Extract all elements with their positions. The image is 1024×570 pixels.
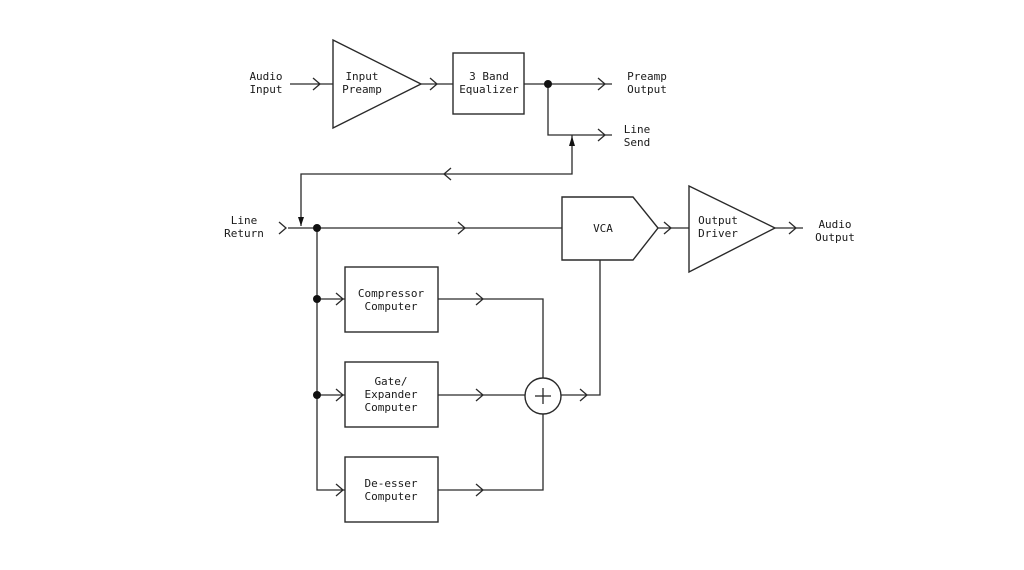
gate-expander-block: Gate/ Expander Computer: [344, 361, 439, 428]
wire-sum-to-vca: [561, 260, 601, 396]
equalizer-label-1: 3 Band: [469, 70, 509, 83]
audio-output-label-2: Output: [815, 231, 855, 244]
compressor-box: [344, 266, 439, 333]
junction-dot: [313, 295, 321, 303]
arrow-left-icon: [443, 167, 452, 181]
equalizer-box: [452, 52, 525, 115]
wire-deesser-to-sum: [438, 413, 544, 491]
deesser-label-1: De-esser: [365, 477, 418, 490]
deesser-box: [344, 456, 439, 523]
summer-block: [524, 377, 562, 415]
vca-label: VCA: [593, 222, 613, 235]
compressor-block: Compressor Computer: [344, 266, 439, 333]
output-driver-label-1: Output: [698, 214, 738, 227]
input-preamp-label-2: Preamp: [342, 83, 382, 96]
arrow-right-icon: [312, 77, 321, 91]
arrow-right-icon: [335, 483, 344, 497]
arrow-right-icon: [597, 77, 606, 91]
arrow-right-icon: [579, 388, 588, 402]
vca-shape: [561, 196, 659, 261]
wire-compressor-to-sum: [438, 298, 544, 379]
line-return-label-2: Return: [224, 227, 264, 240]
arrow-right-icon: [475, 388, 484, 402]
arrow-right-icon: [663, 221, 672, 235]
arrow-right-icon: [788, 221, 797, 235]
preamp-output-label-1: Preamp: [627, 70, 667, 83]
input-preamp-label-1: Input: [345, 70, 378, 83]
amplifier-triangle: [688, 184, 777, 274]
arrow-right-icon: [335, 292, 344, 306]
compressor-label-2: Computer: [365, 300, 418, 313]
arrow-right-icon: [475, 483, 484, 497]
arrow-up-icon: [569, 136, 575, 146]
gate-label-2: Expander: [365, 388, 418, 401]
line-send-label-2: Send: [624, 136, 651, 149]
audio-output-label-1: Audio: [818, 218, 851, 231]
gate-label-3: Computer: [365, 401, 418, 414]
arrows: [278, 77, 797, 497]
junction-dot: [313, 391, 321, 399]
io-labels: Audio Input Line Return Preamp Output Li…: [224, 70, 855, 244]
audio-input-label-2: Input: [249, 83, 282, 96]
arrow-down-icon: [298, 217, 304, 226]
junction-dot: [544, 80, 552, 88]
junction-dot: [313, 224, 321, 232]
preamp-output-label-2: Output: [627, 83, 667, 96]
arrow-right-icon: [429, 77, 438, 91]
amplifier-triangle: [332, 38, 423, 130]
vca-block: VCA: [561, 196, 659, 261]
junctions: [313, 80, 552, 399]
equalizer-block: 3 Band Equalizer: [452, 52, 525, 115]
gate-label-1: Gate/: [374, 375, 407, 388]
audio-input-label-1: Audio: [249, 70, 282, 83]
arrow-right-icon: [335, 388, 344, 402]
arrow-right-icon: [457, 221, 466, 235]
compressor-label-1: Compressor: [358, 287, 425, 300]
equalizer-label-2: Equalizer: [459, 83, 519, 96]
arrow-right-icon: [278, 221, 287, 235]
wire-sidechain-bus: [316, 228, 345, 491]
gate-box: [344, 361, 439, 428]
arrow-right-icon: [475, 292, 484, 306]
line-send-label-1: Line: [624, 123, 651, 136]
wire-send-return-loop: [300, 135, 573, 226]
wires: [288, 83, 803, 491]
output-driver-block: Output Driver: [688, 184, 777, 274]
output-driver-label-2: Driver: [698, 227, 738, 240]
deesser-block: De-esser Computer: [344, 456, 439, 523]
arrow-right-icon: [597, 128, 606, 142]
input-preamp-block: Input Preamp: [332, 38, 423, 130]
deesser-label-2: Computer: [365, 490, 418, 503]
wire-line-send: [547, 84, 612, 136]
line-return-label-1: Line: [231, 214, 258, 227]
